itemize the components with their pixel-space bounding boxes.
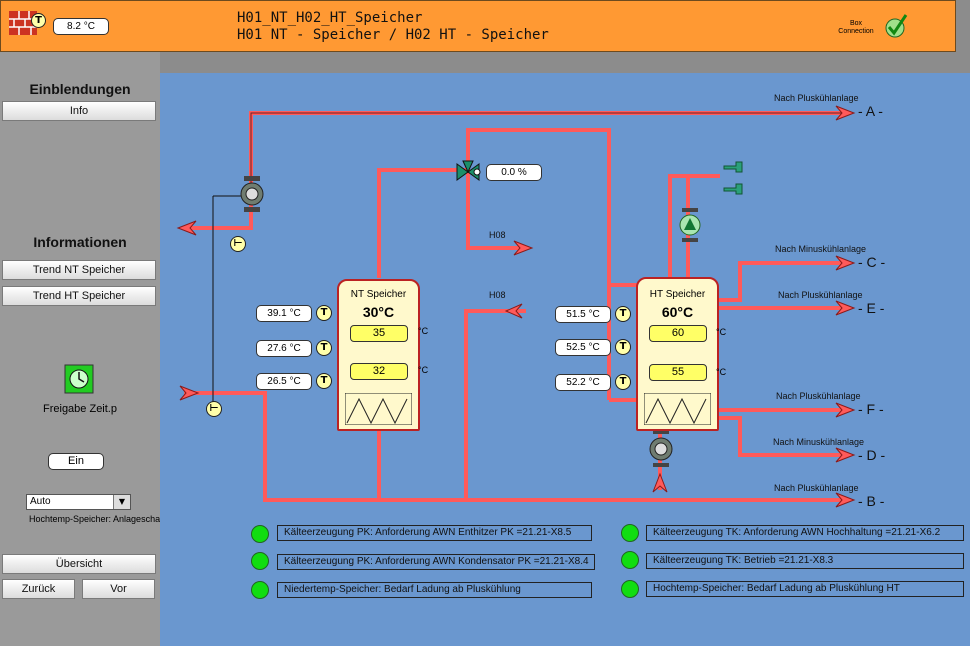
clock-icon[interactable]: [64, 364, 94, 394]
h08-label: H08: [489, 230, 506, 240]
status-text: Niedertemp-Speicher: Bedarf Ladung ab Pl…: [277, 582, 592, 598]
ht-setpoint-lower[interactable]: 55: [649, 364, 707, 381]
faucet-icon: [723, 161, 743, 195]
box-connection-label: Box Connection: [838, 20, 874, 35]
h08-label: H08: [489, 290, 506, 300]
heat-exchanger-icon: [644, 393, 711, 425]
ht-sensor-mid: 52.5 °C: [555, 339, 611, 356]
vor-button[interactable]: Vor: [82, 579, 155, 599]
informationen-heading: Informationen: [33, 234, 127, 250]
outlet-e-letter: - E -: [858, 300, 885, 316]
sidebar: Einblendungen Info Informationen Trend N…: [0, 52, 211, 646]
mode-select-value: Auto: [30, 496, 51, 507]
trend-nt-button[interactable]: Trend NT Speicher: [2, 260, 156, 280]
thermometer-icon: T: [615, 339, 631, 355]
status-text: Kälteerzeugung PK: Anforderung AWN Konde…: [277, 554, 595, 570]
einblendungen-heading: Einblendungen: [29, 81, 131, 97]
status-led: [251, 552, 269, 570]
thermometer-icon: T: [615, 306, 631, 322]
mixing-valve-icon[interactable]: [455, 160, 483, 184]
mode-select[interactable]: Auto ▼: [26, 494, 131, 510]
pump-icon[interactable]: [238, 176, 266, 212]
status-text: Kälteerzeugung TK: Betrieb =21.21-X8.3: [646, 553, 964, 569]
outdoor-temp-value: 8.2 °C: [53, 18, 109, 35]
unit-label: °C: [418, 365, 429, 375]
mode-caption: Hochtemp-Speicher: Anlageschalter Softwa…: [29, 514, 211, 524]
thermometer-icon: T: [31, 13, 46, 28]
thermometer-icon: T: [316, 305, 332, 321]
valve-position-value: 0.0 %: [486, 164, 542, 181]
pump-icon[interactable]: [678, 208, 702, 242]
nt-tank[interactable]: NT Speicher 30°C 35 32: [337, 279, 420, 431]
heat-exchanger-icon: [345, 393, 412, 425]
nt-sensor-bottom: 26.5 °C: [256, 373, 312, 390]
outlet-a-label: Nach Pluskühlanlage: [774, 93, 859, 103]
status-text: Kälteerzeugung PK: Anforderung AWN Enthi…: [277, 525, 592, 541]
unit-label: °C: [716, 327, 727, 337]
status-text: Hochtemp-Speicher: Bedarf Ladung ab Plus…: [646, 581, 964, 597]
unit-label: °C: [716, 367, 727, 377]
status-led: [251, 525, 269, 543]
status-led: [621, 580, 639, 598]
nt-sensor-mid: 27.6 °C: [256, 340, 312, 357]
status-led: [621, 551, 639, 569]
pump-icon[interactable]: [648, 430, 674, 468]
status-led: [251, 581, 269, 599]
nt-setpoint-lower[interactable]: 32: [350, 363, 408, 380]
ht-sensor-top: 51.5 °C: [555, 306, 611, 323]
unit-label: °C: [418, 326, 429, 336]
thermometer-icon: ⊢: [230, 236, 246, 252]
outlet-e-label: Nach Pluskühlanlage: [778, 290, 863, 300]
nt-tank-temp: 30°C: [362, 304, 395, 320]
arrow-a: [835, 105, 856, 121]
ht-tank-temp: 60°C: [661, 304, 694, 320]
thermometer-icon: T: [615, 374, 631, 390]
info-button[interactable]: Info: [2, 101, 156, 121]
ht-tank-name: HT Speicher: [649, 289, 706, 300]
connection-ok-icon: [885, 14, 908, 38]
page-title: H01_NT_H02_HT_Speicher: [237, 10, 423, 26]
outlet-f-label: Nach Pluskühlanlage: [776, 391, 861, 401]
freigabe-label: Freigabe Zeit.p: [43, 403, 117, 415]
thermometer-icon: ⊢: [206, 401, 222, 417]
zurueck-button[interactable]: Zurück: [2, 579, 75, 599]
outlet-d-letter: - D -: [858, 447, 886, 463]
ein-button[interactable]: Ein: [48, 453, 104, 470]
ht-setpoint-upper[interactable]: 60: [649, 325, 707, 342]
outlet-b-label: Nach Pluskühlanlage: [774, 483, 859, 493]
outlet-b-letter: - B -: [858, 493, 885, 509]
outlet-a-letter: - A -: [858, 103, 883, 119]
nt-setpoint-upper[interactable]: 35: [350, 325, 408, 342]
schematic-canvas: [160, 73, 970, 646]
status-led: [621, 524, 639, 542]
nt-tank-name: NT Speicher: [350, 289, 407, 300]
chevron-down-icon[interactable]: ▼: [113, 495, 130, 509]
outlet-f-letter: - F -: [858, 401, 884, 417]
outlet-c-label: Nach Minuskühlanlage: [775, 244, 867, 254]
trend-ht-button[interactable]: Trend HT Speicher: [2, 286, 156, 306]
status-text: Kälteerzeugung TK: Anforderung AWN Hochh…: [646, 525, 964, 541]
ht-sensor-bottom: 52.2 °C: [555, 374, 611, 391]
header-edge: [956, 0, 970, 78]
nt-sensor-top: 39.1 °C: [256, 305, 312, 322]
outlet-c-letter: - C -: [858, 254, 886, 270]
thermometer-icon: T: [316, 340, 332, 356]
thermometer-icon: T: [316, 373, 332, 389]
outlet-d-label: Nach Minuskühlanlage: [773, 437, 865, 447]
header-bar: T 8.2 °C H01_NT_H02_HT_Speicher H01 NT -…: [0, 0, 956, 52]
ht-tank[interactable]: HT Speicher 60°C 60 55: [636, 277, 719, 431]
uebersicht-button[interactable]: Übersicht: [2, 554, 156, 574]
page-subtitle: H01 NT - Speicher / H02 HT - Speicher: [237, 27, 549, 43]
